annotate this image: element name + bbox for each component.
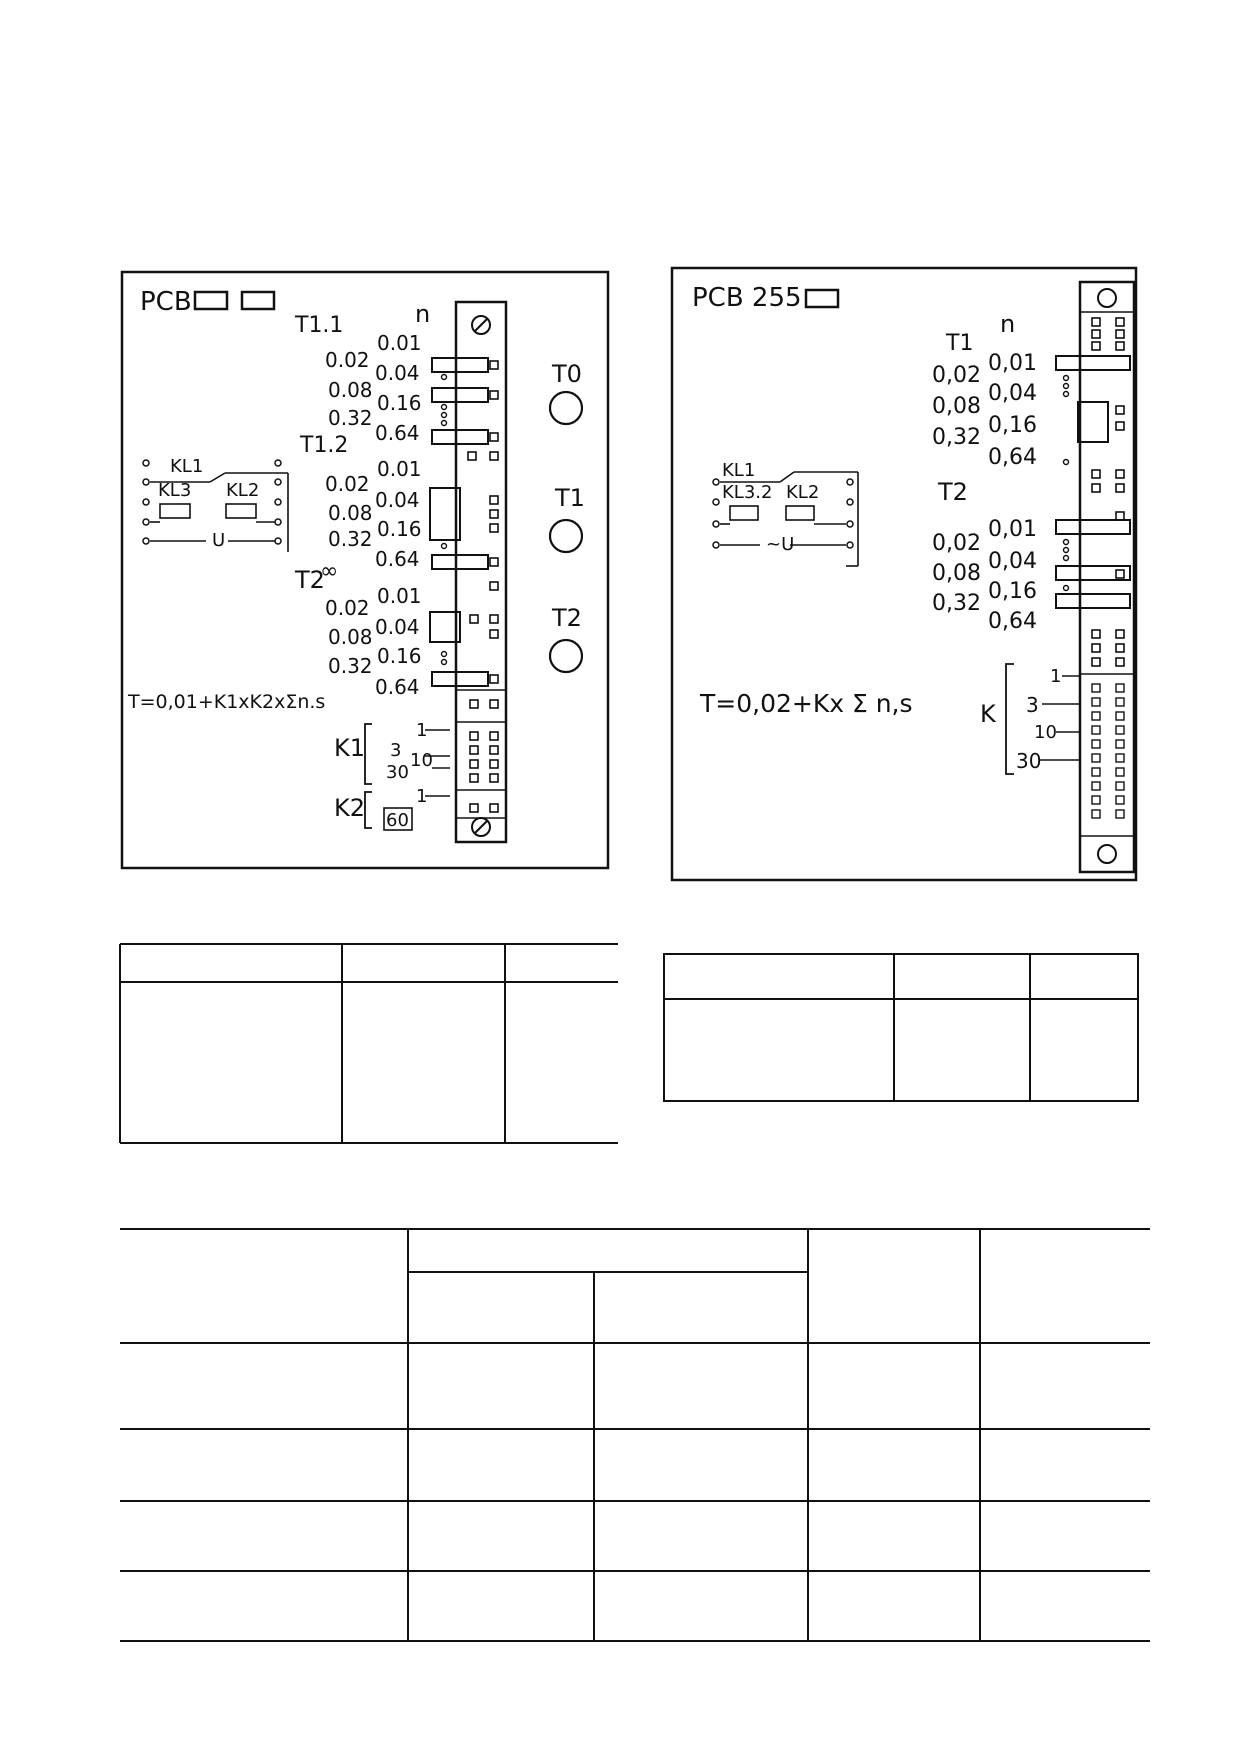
output-socket (548, 518, 584, 554)
value-label: 0,16 (988, 413, 1037, 438)
group-label-t1-2: T1.2 (299, 433, 348, 458)
value-label: 0,32 (932, 591, 981, 616)
value-label: 0.08 (328, 501, 373, 525)
output-label-t1: T1 (554, 484, 585, 512)
value-label: 0.08 (328, 378, 373, 402)
value-label: 0,08 (932, 561, 981, 586)
value-label: 0.64 (375, 675, 420, 699)
value-label: 0,32 (932, 425, 981, 450)
supply-label: ~U (766, 534, 794, 555)
k1-value: 1 (416, 720, 427, 741)
pcb-code-box (240, 290, 276, 311)
k2-value: 60 (386, 810, 409, 831)
diagram-2-frame (670, 266, 1138, 882)
table-3-grid (120, 1228, 1150, 1642)
value-label: 0,64 (988, 609, 1037, 634)
k-value: 30 (1016, 749, 1041, 773)
terminal-strip (429, 300, 508, 844)
k-value: 10 (1034, 722, 1057, 743)
value-label: 0.08 (328, 625, 373, 649)
value-label: 0,16 (988, 579, 1037, 604)
value-label: 0,01 (988, 517, 1037, 542)
value-label: 0,04 (988, 549, 1037, 574)
relay-label: KL2 (226, 480, 259, 501)
pcb-label: PCB (140, 287, 192, 317)
relay-label: KL2 (786, 482, 819, 503)
value-label: 0,02 (932, 363, 981, 388)
k1-label: K1 (334, 734, 365, 762)
pcb-code-box (804, 288, 840, 309)
table-1-grid (119, 943, 618, 1144)
value-label: 0.16 (377, 644, 422, 668)
supply-label: U (212, 530, 225, 551)
value-label: 0.64 (375, 547, 420, 571)
relay-label: KL1 (722, 460, 755, 481)
k1-value: 30 (386, 762, 409, 783)
column-header-n: n (1000, 310, 1015, 338)
output-label-t2: T2 (551, 604, 582, 632)
group-label-t1: T1 (945, 331, 973, 356)
value-label: 0.32 (328, 527, 373, 551)
value-label: 0,01 (988, 351, 1037, 376)
value-label: 0.32 (328, 654, 373, 678)
k-label: K (980, 700, 997, 728)
output-label-t0: T0 (551, 360, 582, 388)
pcb-code-box (193, 290, 229, 311)
relay-schematic: KL1 KL3.2 KL2 ~U (712, 460, 859, 567)
group-label-t2: T2 (294, 566, 325, 594)
value-label: 0.04 (375, 615, 420, 639)
column-header-n: n (415, 300, 430, 328)
pcb-timer-diagram-2: PCB 255 n T1 T2 0,02 0,08 0,32 0,01 0,04… (670, 266, 1138, 882)
output-socket (548, 638, 584, 674)
infinity-symbol: ∞ (320, 559, 338, 584)
k-value: 3 (1026, 693, 1039, 717)
value-label: 0.01 (377, 584, 422, 608)
value-label: 0.16 (377, 517, 422, 541)
value-label: 0.04 (375, 488, 420, 512)
value-label: 0.64 (375, 421, 420, 445)
value-label: 0.04 (375, 361, 420, 385)
pcb-label: PCB 255 (692, 283, 802, 313)
relay-label: KL1 (170, 456, 203, 477)
relay-label: KL3.2 (722, 482, 772, 503)
table-2-grid (663, 953, 1139, 1102)
k-value: 1 (1050, 666, 1061, 687)
k2-label: K2 (334, 794, 365, 822)
pcb-timer-diagram-1: PCB n T1.1 T1.2 T2 ∞ 0.02 0.08 0.32 0.01… (120, 270, 610, 870)
value-label: 0.02 (325, 472, 370, 496)
value-label: 0.01 (377, 457, 422, 481)
value-label: 0.02 (325, 348, 370, 372)
value-label: 0,08 (932, 394, 981, 419)
output-socket (548, 390, 584, 426)
k2-value: 1 (416, 786, 427, 807)
timing-formula: T=0,01+K1xK2xΣn.s (127, 691, 325, 713)
value-label: 0,04 (988, 381, 1037, 406)
diagram-1-frame (120, 270, 610, 870)
relay-label: KL3 (158, 480, 191, 501)
value-label: 0.02 (325, 596, 370, 620)
timing-formula: T=0,02+Kx Σ n,s (699, 689, 913, 718)
terminal-strip (1055, 280, 1136, 874)
group-label-t2: T2 (937, 478, 968, 506)
k1-value: 3 (390, 740, 401, 761)
value-label: 0,64 (988, 445, 1037, 470)
value-label: 0.16 (377, 391, 422, 415)
relay-schematic: KL1 KL3 KL2 U (142, 456, 289, 552)
value-label: 0,02 (932, 531, 981, 556)
value-label: 0.32 (328, 406, 373, 430)
group-label-t1-1: T1.1 (294, 313, 343, 338)
value-label: 0.01 (377, 331, 422, 355)
